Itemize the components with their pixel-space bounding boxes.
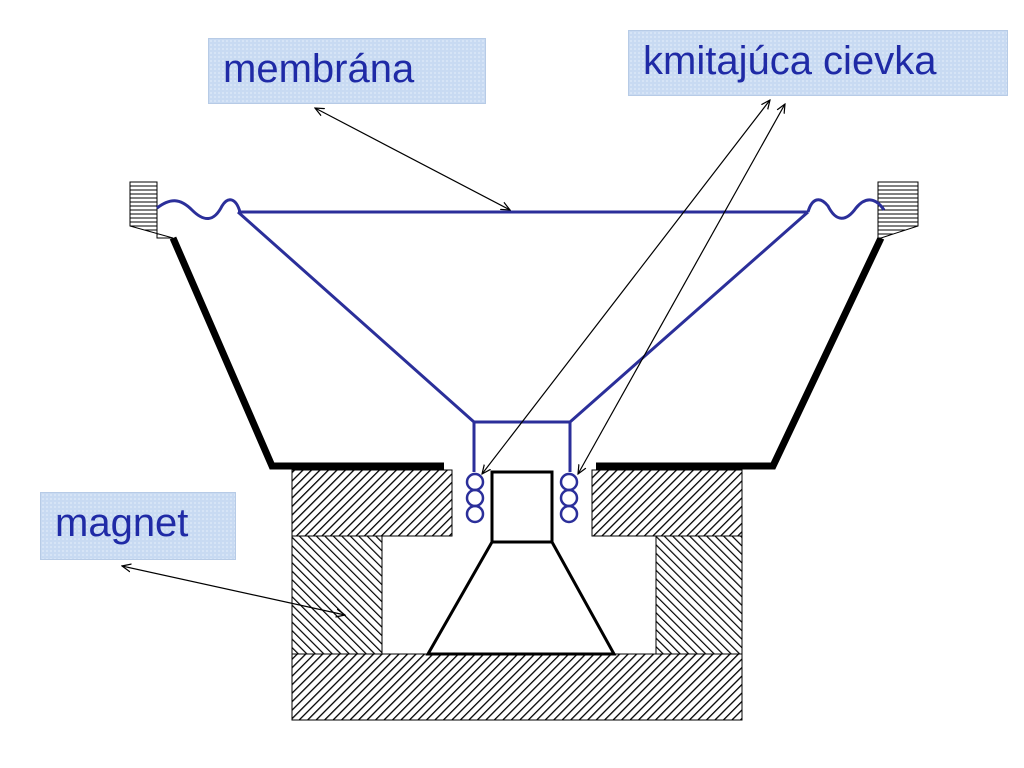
arrow-coil-left — [482, 100, 770, 474]
top-plate-left — [291, 469, 453, 537]
side-magnet-left — [291, 535, 383, 655]
membrane — [156, 198, 886, 472]
membrane-label: membrána — [208, 38, 486, 104]
bottom-plate — [291, 653, 743, 721]
center-pole-base — [425, 540, 617, 656]
pointer-arrows — [122, 100, 785, 615]
arrow-coil-right — [578, 104, 785, 474]
surround-mount-right — [877, 181, 919, 239]
magnet-label: magnet — [40, 492, 236, 560]
arrow-membrane — [315, 108, 510, 210]
center-pole-top — [490, 470, 554, 544]
voice-coil-label: kmitajúca cievka — [628, 30, 1008, 96]
magnet-structure — [291, 469, 743, 721]
top-plate-right — [591, 469, 743, 537]
voice-coil-right — [559, 472, 579, 524]
arrow-magnet — [122, 566, 345, 615]
surround-mount-left — [129, 181, 174, 239]
voice-coil-left — [465, 472, 485, 524]
side-magnet-right — [655, 535, 743, 655]
